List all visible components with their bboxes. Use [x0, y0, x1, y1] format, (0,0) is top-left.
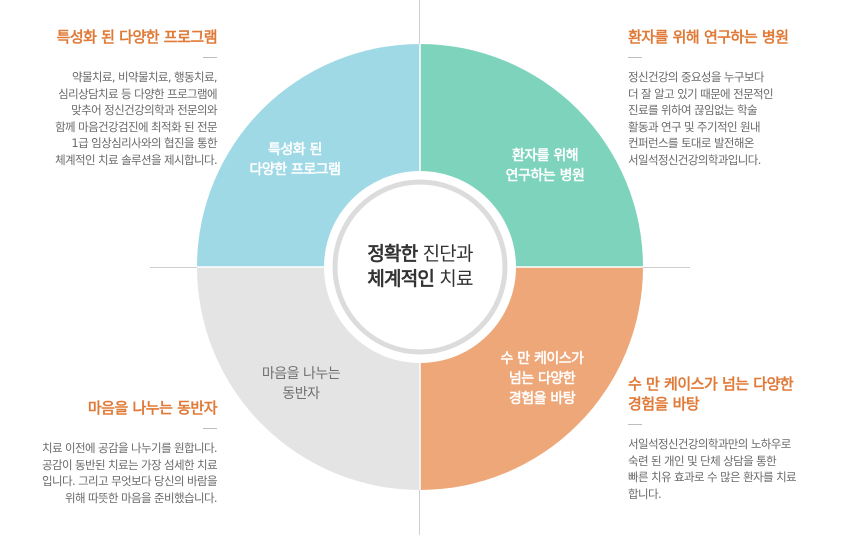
description-line: 서일석정신건강의학과만의 노하우로 — [628, 437, 791, 451]
feature-description: 정신건강의 중요성을 누구보다 더 잘 알고 있기 때문에 전문적인 진료를 위… — [628, 69, 788, 168]
center-title-text: 진단과 — [417, 243, 474, 265]
description-line: 위해 따뜻한 마음을 준비했습니다. — [65, 490, 218, 505]
feature-block-bottom-right: 수 만 케이스가 넘는 다양한 경험을 바탕 서일석정신건강의학과만의 노하우로… — [628, 374, 797, 502]
quadrant-label-top-left: 특성화 된 다양한 프로그램 — [220, 140, 370, 180]
center-inner-ring — [332, 179, 508, 355]
title-divider — [203, 57, 217, 58]
quadrant-label-top-right: 환자를 위해 연구하는 병원 — [470, 146, 620, 186]
quadrant-label-line: 경험을 바탕 — [508, 391, 576, 407]
description-line: 치료 이전에 공감을 나누기를 원합니다. — [42, 441, 218, 455]
feature-block-bottom-left: 마음을 나누는 동반자 치료 이전에 공감을 나누기를 원합니다. 공감이 동반… — [42, 398, 218, 506]
feature-title: 경험을 바탕 — [628, 395, 700, 413]
quadrant-label-line: 특성화 된 — [268, 142, 322, 158]
description-line: 더 잘 알고 있기 때문에 전문적인 — [628, 86, 774, 101]
description-line: 컨퍼런스를 토대로 발전해온 — [628, 136, 754, 150]
feature-description: 약물치료, 비약물치료, 행동치료, 심리상담치료 등 다양한 프로그램에 맞추… — [55, 69, 218, 168]
quadrant-label-bottom-left: 마음을 나누는 동반자 — [226, 364, 376, 404]
description-line: 약물치료, 비약물치료, 행동치료, — [71, 70, 218, 84]
feature-description: 서일석정신건강의학과만의 노하우로 숙련 된 개인 및 단체 상담을 통한 빠른… — [628, 436, 797, 502]
quadrant-label-line: 넘는 다양한 — [508, 371, 576, 387]
title-divider — [628, 57, 642, 58]
quadrant-label-line: 마음을 나누는 — [261, 366, 341, 382]
quadrant-label-line: 다양한 프로그램 — [249, 162, 341, 178]
description-line: 숙련 된 개인 및 단체 상담을 통한 — [628, 453, 777, 468]
feature-block-top-right: 환자를 위해 연구하는 병원 정신건강의 중요성을 누구보다 더 잘 알고 있기… — [628, 27, 789, 168]
center-title-bold: 체계적인 — [367, 268, 435, 290]
description-line: 정신건강의 중요성을 누구보다 — [628, 70, 764, 84]
center-title-text: 치료 — [434, 268, 473, 290]
description-line: 함께 마음건강검진에 최적화 된 전문 — [55, 119, 218, 134]
feature-title: 마음을 나누는 동반자 — [87, 399, 218, 417]
quadrant-label-line: 동반자 — [282, 386, 320, 402]
description-line: 심리상담치료 등 다양한 프로그램에 — [58, 86, 217, 101]
center-title: 정확한 진단과 체계적인 치료 — [300, 242, 540, 292]
description-line: 합니다. — [628, 486, 662, 501]
description-line: 빠른 치유 효과로 수 많은 환자를 치료 — [628, 470, 797, 484]
feature-description: 치료 이전에 공감을 나누기를 원합니다. 공감이 동반된 치료는 가장 섬세한… — [42, 440, 218, 506]
description-line: 맞추어 정신건강의학과 전문의와 — [71, 103, 217, 117]
title-divider — [628, 424, 642, 425]
feature-title: 환자를 위해 연구하는 병원 — [628, 28, 789, 46]
feature-block-top-left: 특성화 된 다양한 프로그램 약물치료, 비약물치료, 행동치료, 심리상담치료… — [55, 27, 218, 168]
description-line: 공감이 동반된 치료는 가장 섬세한 치료 — [42, 457, 218, 472]
description-line: 진료를 위하여 끊임없는 학술 — [628, 103, 758, 117]
title-divider — [203, 428, 217, 429]
feature-title: 수 만 케이스가 넘는 다양한 — [628, 375, 794, 393]
quadrant-label-line: 수 만 케이스가 — [500, 351, 584, 367]
description-line: 서일석정신건강의학과입니다. — [628, 152, 761, 167]
description-line: 1급 임상심리사와의 협진을 통한 — [71, 136, 217, 150]
quadrant-label-bottom-right: 수 만 케이스가 넘는 다양한 경험을 바탕 — [462, 349, 622, 409]
center-title-bold: 정확한 — [367, 243, 418, 265]
description-line: 활동과 연구 및 주기적인 원내 — [628, 119, 761, 134]
quadrant-label-line: 연구하는 병원 — [505, 168, 585, 184]
description-line: 입니다. 그리고 무엇보다 당신의 바람을 — [42, 474, 218, 488]
description-line: 체계적인 치료 솔루션을 제시합니다. — [55, 152, 218, 167]
feature-title: 특성화 된 다양한 프로그램 — [56, 28, 218, 46]
quadrant-label-line: 환자를 위해 — [511, 148, 579, 164]
